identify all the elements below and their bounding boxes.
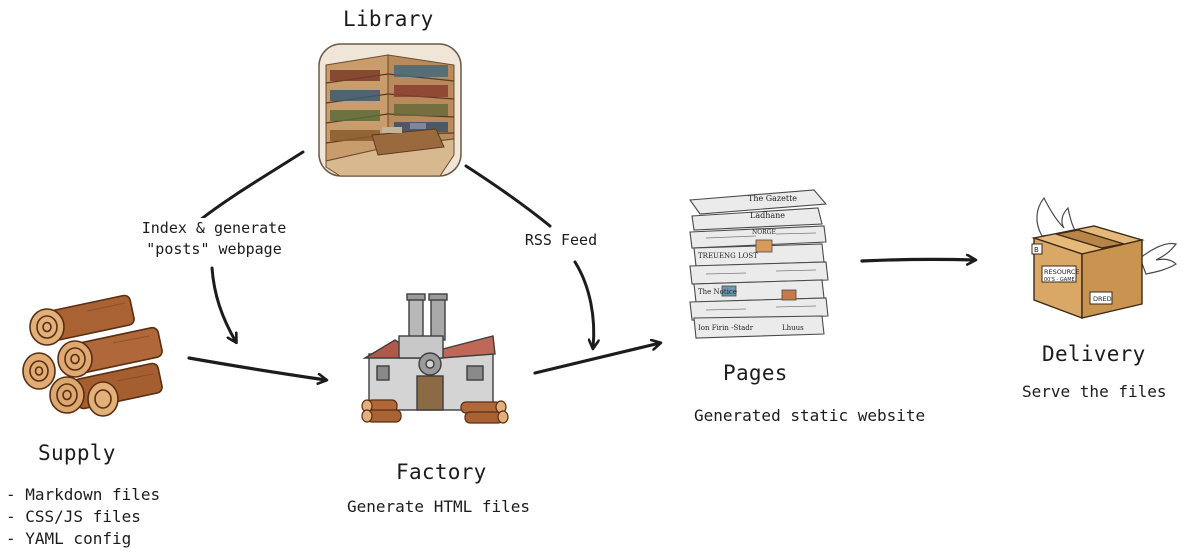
pages-newspaper-stack-icon: The Gazette Ladhane NORGE TREUENG LOST T… [688, 189, 829, 339]
supply-logs-icon [22, 294, 163, 417]
library-title: Library [343, 7, 434, 31]
delivery-winged-box-icon: RESOURCE 00'S - GAME DRED B [1031, 196, 1178, 320]
box-stamp-text: RESOURCE [1044, 268, 1079, 276]
arrow-index-to-factory [210, 266, 236, 342]
edge-label-index-line2: "posts" webpage [146, 240, 282, 258]
box-stamp-text: DRED [1093, 295, 1112, 303]
pages-title: Pages [723, 361, 788, 385]
newspaper-text: Ion Firin -Stadr [698, 324, 754, 332]
edge-label-rss: RSS Feed [514, 230, 608, 251]
newspaper-text: The Notice [698, 288, 737, 296]
supply-item: - Markdown files [6, 485, 161, 504]
newspaper-text: TREUENG LOST [698, 252, 758, 260]
supply-item-list: - Markdown files - CSS/JS files - YAML c… [6, 484, 160, 550]
arrow-supply-to-factory [187, 356, 326, 380]
edge-label-index-line1: Index & generate [141, 219, 287, 237]
delivery-subtitle: Serve the files [1022, 382, 1167, 401]
newspaper-text: Lhuus [782, 324, 804, 332]
newspaper-text: Ladhane [750, 211, 785, 220]
factory-title: Factory [396, 460, 487, 484]
supply-title: Supply [38, 441, 116, 465]
factory-building-icon [361, 293, 509, 424]
edge-label-index: Index & generate "posts" webpage [128, 218, 300, 260]
library-bookshelf-icon [318, 43, 462, 177]
supply-item: - CSS/JS files [6, 507, 141, 526]
arrow-library-to-factory [198, 150, 305, 222]
pages-subtitle: Generated static website [694, 406, 926, 425]
arrow-pages-to-delivery [860, 259, 975, 261]
box-stamp-text: 00'S - GAME [1044, 277, 1075, 283]
delivery-title: Delivery [1042, 342, 1146, 366]
newspaper-text: The Gazette [748, 194, 797, 203]
arrow-rss-to-pages [573, 260, 594, 348]
factory-subtitle: Generate HTML files [347, 497, 531, 516]
newspaper-text: NORGE [752, 229, 776, 236]
arrow-factory-to-pages [533, 343, 660, 375]
supply-item: - YAML config [6, 529, 132, 548]
box-stamp-text: B [1034, 246, 1039, 254]
arrow-library-to-rss [464, 164, 552, 228]
